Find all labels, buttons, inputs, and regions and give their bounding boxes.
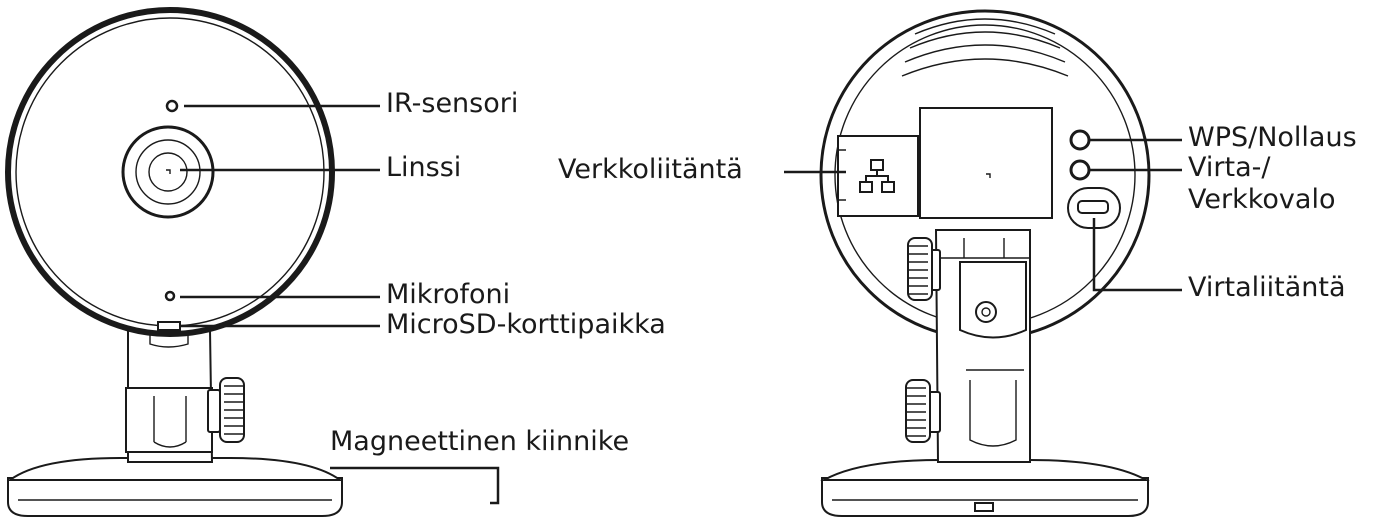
microsd-slot: [157, 321, 181, 331]
front-base: [7, 477, 343, 517]
back-knob-lower: [905, 379, 931, 443]
label-microsd-slot: MicroSD-korttipaikka: [386, 309, 666, 340]
label-wps-reset: WPS/Nollaus: [1188, 122, 1357, 153]
lens-mid: [135, 139, 201, 205]
label-power-port: Virtaliitäntä: [1188, 272, 1346, 303]
back-hinge-plate: [959, 261, 1027, 339]
back-base-notch: [974, 502, 994, 512]
back-label-plate: [919, 107, 1053, 219]
label-magnetic-mount: Magneettinen kiinnike: [330, 426, 630, 457]
lens: [148, 152, 188, 192]
microphone: [164, 290, 176, 302]
front-hinge: [125, 387, 213, 453]
front-camera: [5, 7, 500, 517]
front-base-top: [6, 457, 344, 481]
label-lens: Linssi: [386, 152, 462, 183]
power-port: [1077, 200, 1109, 214]
back-base: [821, 477, 1149, 517]
label-power-network-light: Virta-/ Verkkovalo: [1188, 152, 1336, 215]
mount-screw: [975, 301, 997, 323]
back-camera: [784, 9, 1182, 517]
label-ir-sensor: IR-sensori: [386, 88, 519, 119]
ethernet-port-icon: [859, 159, 895, 193]
label-microphone: Mikrofoni: [386, 279, 511, 310]
front-knob-collar: [207, 389, 221, 433]
ir-sensor: [165, 99, 179, 113]
wps-reset-button: [1069, 129, 1091, 151]
back-knob-upper: [907, 237, 933, 301]
label-network-port: Verkkoliitäntä: [558, 154, 743, 185]
power-network-light: [1069, 159, 1091, 181]
